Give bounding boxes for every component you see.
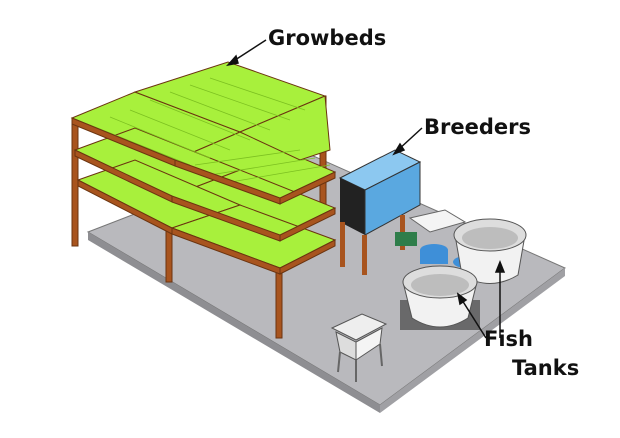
growbeds-label: Growbeds: [268, 26, 387, 50]
breeders-label: Breeders: [424, 115, 531, 139]
breeder-tank: [338, 149, 422, 275]
fish-tank-back: [453, 218, 527, 284]
utility-sink: [330, 313, 388, 382]
tanks-label: Tanks: [512, 356, 580, 380]
fish-tank-front: [400, 265, 480, 330]
growbed-rack: [70, 61, 337, 339]
label-arrows: [225, 39, 506, 339]
fish-label: Fish: [484, 327, 533, 351]
